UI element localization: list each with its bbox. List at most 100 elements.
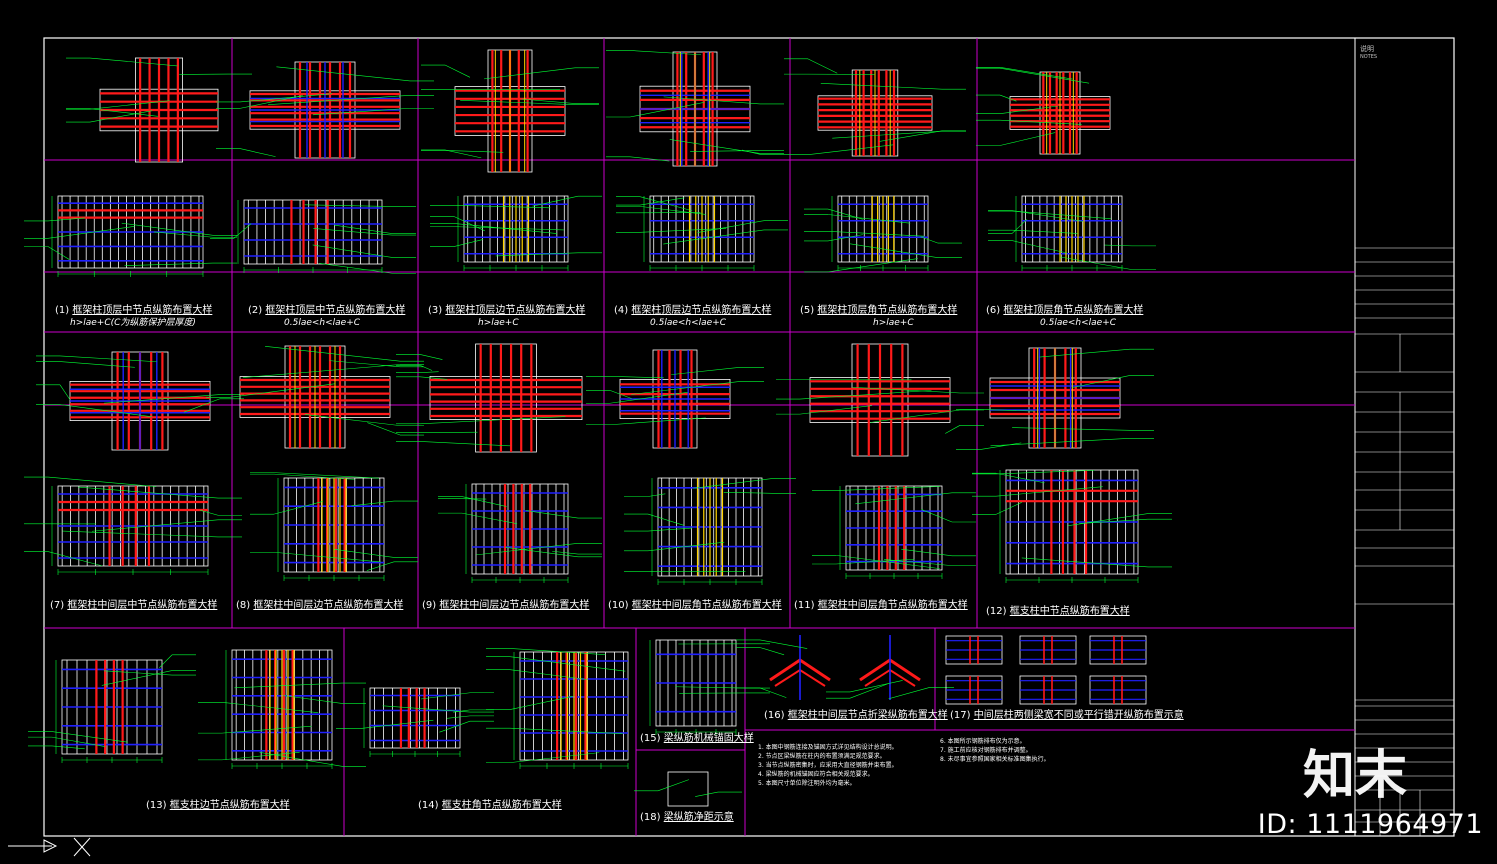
detail-number: (12) (986, 606, 1010, 617)
detail-number: (9) (422, 600, 440, 611)
rebar-elevation (24, 195, 237, 277)
detail-title-9: (9) 框架柱中间层边节点纵筋布置大样 (422, 600, 589, 612)
note-line: 8. 未尽事宜参照国家相关标准图集执行。 (940, 756, 1050, 763)
watermark-logo: 知末 (1303, 746, 1408, 806)
rebar-joint (606, 50, 784, 167)
rebar-joint (586, 349, 764, 449)
detail-title-text: 框架柱顶层边节点纵筋布置大样 (445, 305, 586, 316)
detail-title-text: 框架柱中间层角节点纵筋布置大样 (631, 600, 782, 611)
detail-title-15: (15) 梁纵筋机械锚固大样 (640, 733, 754, 745)
detail-title-12: (12) 框支柱中节点纵筋布置大样 (986, 606, 1130, 618)
rebar-elevation (812, 485, 976, 579)
beam-offset-detail (945, 635, 1147, 705)
detail-condition: 0.5lae<h<lae+C (650, 318, 727, 328)
detail-title-text: 框架柱中间层角节点纵筋布置大样 (817, 600, 968, 611)
beam-spacing-detail (634, 771, 742, 807)
detail-title-4: (4) 框架柱顶层边节点纵筋布置大样 (614, 305, 771, 317)
rebar-joint (421, 49, 599, 173)
rebar-elevation (198, 649, 366, 769)
rebar-elevation (616, 195, 788, 271)
detail-title-text: 梁纵筋机械锚固大样 (663, 733, 754, 744)
rebar-elevation (250, 472, 418, 581)
detail-number: (17) (950, 710, 974, 721)
rebar-elevation (649, 639, 770, 735)
detail-number: (18) (640, 812, 664, 823)
rebar-elevation (624, 477, 796, 585)
detail-title-17: (17) 中间层柱两侧梁宽不同或平行错开纵筋布置示意 (950, 710, 1184, 722)
detail-number: (11) (794, 600, 818, 611)
detail-number: (8) (236, 600, 254, 611)
detail-title-1: (1) 框架柱顶层中节点纵筋布置大样 (55, 305, 212, 317)
rebar-elevation (336, 687, 494, 757)
detail-condition: h>lae+C(C为纵筋保护层厚度) (70, 318, 196, 328)
note-line: 1. 本图中钢筋连接及锚固方式详见结构设计总说明。 (758, 744, 898, 751)
detail-title-text: 框架柱中间层边节点纵筋布置大样 (253, 600, 404, 611)
note-line: 7. 施工前应核对钢筋排布并调整。 (940, 747, 1032, 754)
detail-number: (2) (248, 305, 266, 316)
detail-number: (7) (50, 600, 68, 611)
detail-condition: h>lae+C (478, 318, 519, 328)
detail-title-text: 框架柱顶层边节点纵筋布置大样 (631, 305, 772, 316)
outer-frame (43, 37, 1455, 837)
rebar-elevation (28, 654, 196, 763)
detail-title-5: (5) 框架柱顶层角节点纵筋布置大样 (800, 305, 957, 317)
magenta-grid (44, 38, 1355, 836)
detail-title-text: 框架柱中间层边节点纵筋布置大样 (439, 600, 590, 611)
detail-title-text: 框支柱边节点纵筋布置大样 (169, 800, 290, 811)
detail-number: (13) (146, 800, 170, 811)
note-line: 4. 梁纵筋的机械锚固应符合相关规范要求。 (758, 771, 874, 778)
detail-number: (14) (418, 800, 442, 811)
rebar-elevation (804, 195, 962, 273)
detail-title-10: (10) 框架柱中间层角节点纵筋布置大样 (608, 600, 782, 612)
detail-title-text: 框架柱中间层节点折梁纵筋布置大样 (787, 710, 948, 721)
detail-title-8: (8) 框架柱中间层边节点纵筋布置大样 (236, 600, 403, 612)
note-line: 5. 本图尺寸单位除注明外均为毫米。 (758, 780, 856, 787)
rebar-joint (216, 61, 434, 159)
detail-condition: h>lae+C (873, 318, 914, 328)
rebar-elevation (988, 195, 1156, 271)
detail-title-text: 框架柱顶层角节点纵筋布置大样 (817, 305, 958, 316)
detail-title-text: 中间层柱两侧梁宽不同或平行错开纵筋布置示意 (973, 710, 1184, 721)
rebar-joint (776, 343, 984, 457)
watermark-id: ID: 1111964971 (1257, 809, 1483, 840)
detail-title-7: (7) 框架柱中间层中节点纵筋布置大样 (50, 600, 217, 612)
note-line: 6. 本图所示钢筋排布仅为示意。 (940, 738, 1026, 745)
detail-title-text: 框架柱顶层中节点纵筋布置大样 (72, 305, 213, 316)
detail-title-16: (16) 框架柱中间层节点折梁纵筋布置大样 (764, 710, 948, 722)
rebar-joint (206, 345, 424, 449)
detail-title-14: (14) 框支柱角节点纵筋布置大样 (418, 800, 562, 812)
detail-number: (3) (428, 305, 446, 316)
rebar-joint (66, 57, 252, 163)
detail-title-text: 框支柱中节点纵筋布置大样 (1009, 606, 1130, 617)
notes-header: 说明 (1360, 45, 1374, 53)
detail-number: (4) (614, 305, 632, 316)
title-block (1355, 247, 1454, 837)
detail-number: (16) (764, 710, 788, 721)
detail-number: (15) (640, 733, 664, 744)
detail-drawings (24, 49, 1172, 807)
rebar-joint (36, 351, 244, 451)
detail-title-13: (13) 框支柱边节点纵筋布置大样 (146, 800, 290, 812)
note-line: 3. 当节点纵筋密集时，应采用大直径钢筋并束布置。 (758, 762, 898, 769)
detail-title-text: 框支柱角节点纵筋布置大样 (441, 800, 562, 811)
detail-title-text: 框架柱顶层中节点纵筋布置大样 (265, 305, 406, 316)
rebar-elevation (24, 476, 242, 575)
detail-number: (10) (608, 600, 632, 611)
rebar-joint (784, 58, 966, 157)
note-line: 2. 节点区梁纵筋在柱内的布置须满足规范要求。 (758, 753, 886, 760)
detail-condition: 0.5lae<h<lae+C (284, 318, 361, 328)
detail-number: (5) (800, 305, 818, 316)
detail-title-text: 梁纵筋净距示意 (663, 812, 734, 823)
detail-title-text: 框架柱顶层角节点纵筋布置大样 (1003, 305, 1144, 316)
rebar-elevation (438, 483, 602, 583)
rebar-elevation (210, 199, 416, 274)
detail-number: (1) (55, 305, 73, 316)
rebar-elevation (972, 469, 1172, 583)
detail-title-2: (2) 框架柱顶层中节点纵筋布置大样 (248, 305, 405, 317)
detail-title-6: (6) 框架柱顶层角节点纵筋布置大样 (986, 305, 1143, 317)
detail-title-18: (18) 梁纵筋净距示意 (640, 812, 734, 824)
rebar-elevation (486, 648, 629, 769)
notes-header-en: NOTES (1360, 54, 1378, 60)
north-arrow (8, 837, 91, 857)
